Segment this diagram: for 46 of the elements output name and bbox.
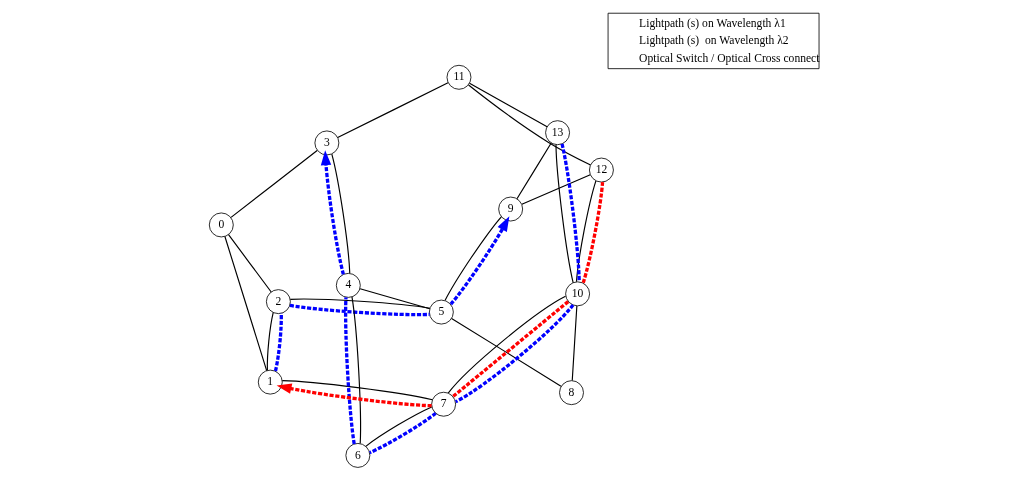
node-circle: 5 [428,299,454,325]
node-circle: 3 [314,130,340,156]
connector [468,82,548,128]
connector [281,380,433,401]
connector [289,298,431,309]
node-circle: 7 [431,391,457,417]
arrow [449,216,510,306]
connector [359,288,431,310]
connector [369,411,437,455]
arrow [276,383,432,408]
connector [224,235,268,372]
node-circle: 8 [559,380,584,406]
node-circle: 11 [446,64,472,90]
connector [266,311,274,371]
connector [331,153,351,274]
node-circle: 13 [545,120,570,146]
connector [467,84,592,166]
node-circle: 10 [565,281,591,307]
connector [273,313,283,372]
connector [444,216,502,301]
connector [521,174,591,205]
node-circle: 12 [589,157,614,183]
connector [351,296,362,445]
connector [555,144,574,284]
connector [575,180,597,283]
connector [581,181,605,284]
connector [289,303,430,317]
legend-label: Lightpath (s) on Wavelength λ1 [639,17,786,31]
node-circle: 4 [335,272,361,298]
connector [337,82,449,139]
node-circle: 9 [498,196,524,222]
connector [516,142,552,200]
connector [365,406,433,447]
connector [230,149,318,218]
legend-label: Lightpath (s) on Wavelength λ2 [639,34,789,48]
arrow [320,150,345,275]
connector [451,317,562,387]
connector [344,297,356,445]
node-circle: 2 [265,289,291,315]
connector [571,305,578,382]
node-circle: 1 [257,369,283,395]
connector [560,143,581,282]
node-circle: 0 [208,212,234,238]
connector [227,234,272,293]
node-circle: 6 [345,443,371,468]
legend-label: Optical Switch / Optical Cross connect [639,51,820,65]
